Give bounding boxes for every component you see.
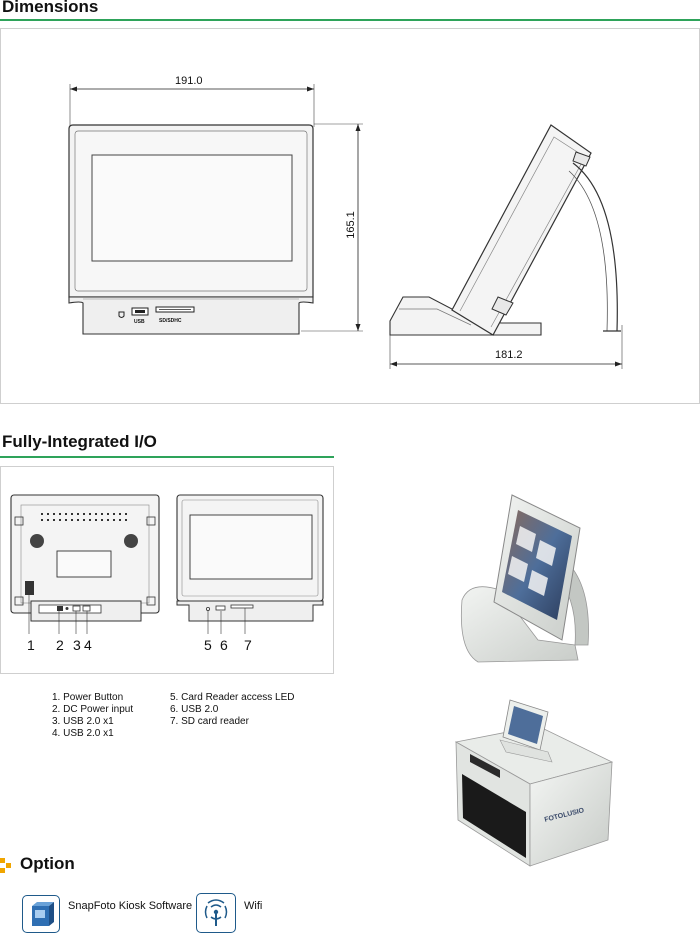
dimensions-title-rule (0, 19, 700, 21)
legend-item-6: 6. USB 2.0 (170, 704, 219, 715)
callout-3: 3 (73, 637, 81, 653)
software-box-icon (22, 895, 60, 933)
option-software-label: SnapFoto Kiosk Software (68, 900, 193, 912)
io-drawing-frame: 1 2 3 4 5 6 7 (0, 466, 334, 674)
wifi-icon (196, 893, 236, 933)
callout-5: 5 (204, 637, 212, 653)
dimensions-title: Dimensions (2, 0, 99, 16)
legend-item-1: 1. Power Button (52, 692, 124, 703)
callout-7: 7 (244, 637, 252, 653)
option-wifi-label: Wifi (244, 900, 263, 912)
callout-4: 4 (84, 637, 92, 653)
card-slot-label: SD/SDHC (159, 318, 182, 324)
legend-item-2: 2. DC Power input (52, 704, 134, 715)
callout-2: 2 (56, 637, 64, 653)
depth-dimension-label: 181.2 (495, 349, 523, 361)
callout-1: 1 (27, 637, 35, 653)
callout-6: 6 (220, 637, 228, 653)
dimensions-drawing-frame: 191.0 165.1 USB SD/SDHC 181.2 (0, 28, 700, 404)
legend-item-3: 3. USB 2.0 x1 (52, 716, 114, 727)
legend-item-4: 4. USB 2.0 x1 (52, 728, 114, 739)
io-title-rule (0, 456, 334, 458)
width-dimension-label: 191.0 (175, 75, 203, 87)
front-view-drawing (68, 84, 363, 335)
side-view-drawing (389, 124, 623, 369)
legend-item-7: 7. SD card reader (170, 716, 249, 727)
option-bullet-icon (0, 858, 11, 873)
usb-port-label: USB (134, 319, 145, 325)
legend-item-5: 5. Card Reader access LED (170, 692, 295, 703)
rear-and-front-io-drawing (10, 494, 324, 634)
io-title: Fully-Integrated I/O (2, 432, 157, 451)
io-legend-right: 5. Card Reader access LED 6. USB 2.0 7. … (170, 692, 295, 728)
io-legend-left: 1. Power Button 2. DC Power input 3. USB… (52, 692, 133, 740)
option-title: Option (20, 854, 75, 873)
